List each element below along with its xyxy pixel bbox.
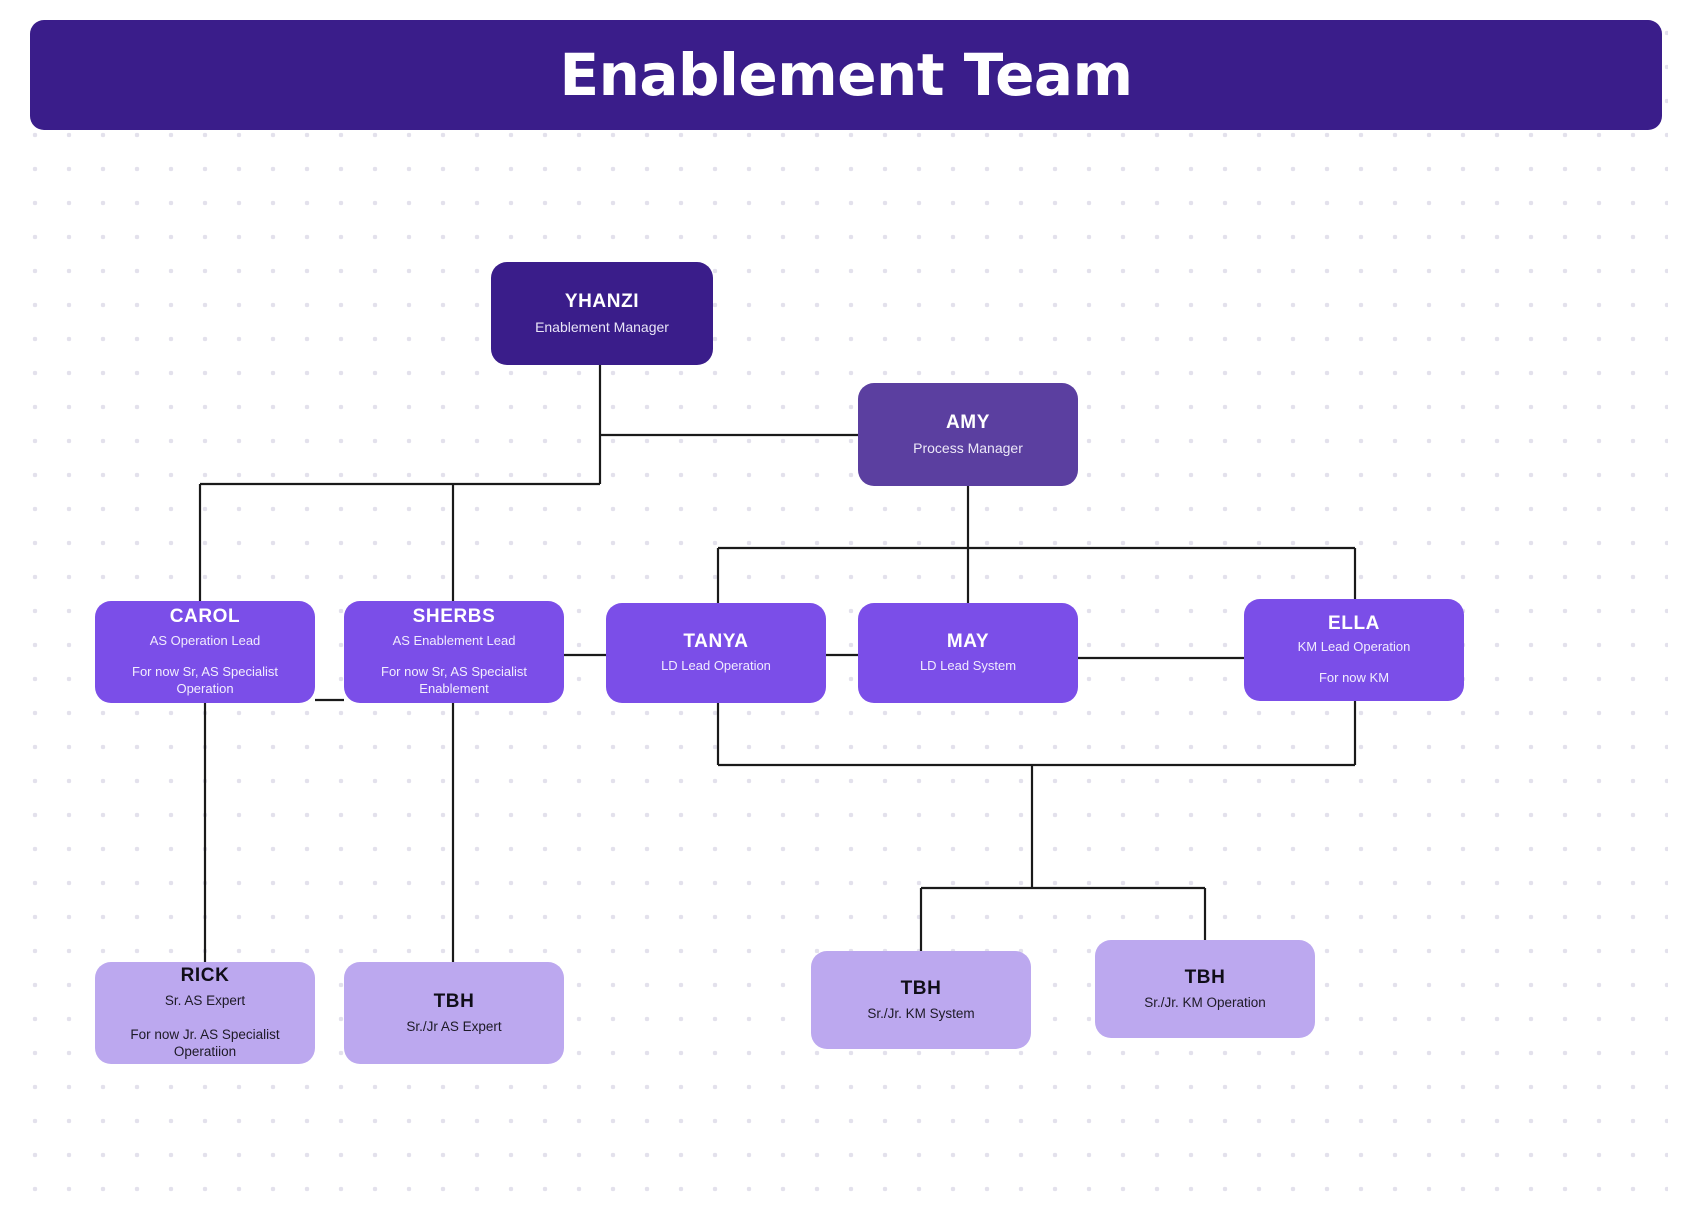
org-node-role: Sr./Jr AS Expert — [406, 1018, 502, 1034]
org-node-name: TBH — [900, 977, 942, 999]
org-node-role: Enablement Manager — [535, 318, 669, 335]
org-node-name: SHERBS — [412, 606, 496, 628]
canvas-edge-bottom — [0, 1194, 1690, 1216]
org-node-role: Sr. AS Expert — [164, 993, 246, 1009]
org-node-name: TBH — [433, 990, 475, 1012]
org-node-note: For now KM — [1318, 670, 1390, 686]
org-node-note: For now Sr, AS Specialist Enablement — [381, 663, 527, 696]
org-node-note: For now Sr, AS Specialist Operation — [132, 663, 278, 696]
org-node-amy[interactable]: AMY Process Manager — [858, 383, 1078, 486]
org-node-role: LD Lead Operation — [661, 657, 771, 673]
chart-title-banner: Enablement Team — [30, 20, 1662, 130]
org-node-yhanzi[interactable]: YHANZI Enablement Manager — [491, 262, 713, 365]
org-node-name: AMY — [945, 412, 991, 434]
org-node-role: Sr./Jr. KM Operation — [1144, 994, 1266, 1010]
org-node-name: TBH — [1184, 966, 1226, 988]
org-node-name: RICK — [180, 964, 230, 986]
page-title: Enablement Team — [559, 41, 1133, 109]
org-node-may[interactable]: MAY LD Lead System — [858, 603, 1078, 703]
org-node-name: TANYA — [683, 631, 749, 653]
org-node-role: Process Manager — [913, 439, 1023, 456]
canvas-edge-top — [0, 0, 1690, 18]
org-node-tbh_as[interactable]: TBH Sr./Jr AS Expert — [344, 962, 564, 1064]
org-node-tbh_km_op[interactable]: TBH Sr./Jr. KM Operation — [1095, 940, 1315, 1038]
org-node-role: KM Lead Operation — [1297, 639, 1411, 655]
org-node-note: For now Jr. AS Specialist Operatiion — [130, 1026, 280, 1060]
org-node-tbh_km_system[interactable]: TBH Sr./Jr. KM System — [811, 951, 1031, 1049]
org-node-role: Sr./Jr. KM System — [867, 1005, 975, 1021]
org-node-name: ELLA — [1327, 612, 1380, 634]
canvas-edge-right — [1668, 0, 1690, 1216]
org-node-tanya[interactable]: TANYA LD Lead Operation — [606, 603, 826, 703]
canvas-edge-left — [0, 0, 18, 1216]
org-node-role: AS Operation Lead — [149, 632, 261, 648]
org-node-name: CAROL — [169, 606, 241, 628]
org-node-name: YHANZI — [564, 291, 640, 313]
org-node-role: AS Enablement Lead — [392, 632, 516, 648]
org-node-name: MAY — [946, 631, 990, 653]
org-node-role: LD Lead System — [919, 657, 1017, 673]
